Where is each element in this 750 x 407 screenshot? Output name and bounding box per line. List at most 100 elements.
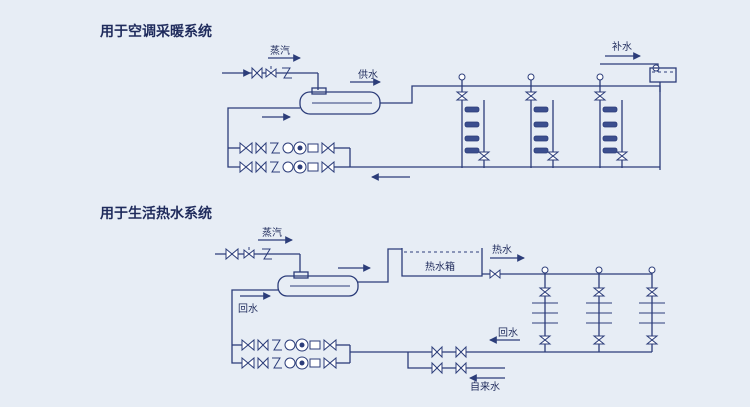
steam-label-2: 蒸汽 xyxy=(262,226,282,239)
gate-valve-icon xyxy=(321,141,335,155)
hot-water-tank-label: 热水箱 xyxy=(425,260,455,273)
radiator-columns xyxy=(455,73,629,168)
section1-title: 用于空调采暖系统 xyxy=(100,23,212,40)
steam-inlet-line-2: 蒸汽 xyxy=(215,226,301,272)
gauge-icon xyxy=(284,339,296,351)
check-valve-icon xyxy=(257,338,269,352)
radiator-icon xyxy=(533,121,549,128)
strainer-icon xyxy=(272,339,282,351)
steam-label: 蒸汽 xyxy=(270,44,290,57)
return-water-label-right: 回水 xyxy=(498,327,518,339)
gate-valve-icon xyxy=(239,160,253,174)
check-valve-icon xyxy=(255,141,267,155)
gate-valve-icon xyxy=(592,335,606,345)
heat-exchanger xyxy=(299,87,381,115)
flex-joint-icon xyxy=(309,358,321,368)
radiator-column xyxy=(593,73,629,168)
tap-water-label: 自来水 xyxy=(470,380,500,393)
outlet-column xyxy=(586,266,612,345)
check-valve-icon xyxy=(431,345,443,359)
makeup-water-label: 补水 xyxy=(612,40,632,53)
gate-valve-icon xyxy=(645,335,659,345)
gate-valve-icon xyxy=(592,287,606,297)
radiator-icon xyxy=(464,106,480,113)
radiator-icon xyxy=(533,135,549,142)
flex-joint-icon xyxy=(307,162,319,172)
makeup-water-tank: 补水 xyxy=(600,40,677,170)
radiator-icon xyxy=(533,147,549,154)
air-vent-icon xyxy=(458,73,466,81)
hvac-heating-system: 用于空调采暖系统 蒸汽 供水 补水 xyxy=(100,23,677,181)
gate-valve-icon xyxy=(241,356,255,370)
gate-valve-icon xyxy=(241,338,255,352)
gate-valve-icon xyxy=(615,151,629,161)
gate-valve-icon xyxy=(455,91,469,101)
domestic-hot-water-system: 用于生活热水系统 蒸汽 热水箱 xyxy=(100,205,665,393)
gate-valve-icon xyxy=(593,91,607,101)
radiator-icon xyxy=(464,135,480,142)
gate-valve-icon xyxy=(323,356,337,370)
radiator-column xyxy=(524,73,560,168)
air-vent-icon xyxy=(541,266,549,274)
return-line-with-pumps xyxy=(227,107,660,181)
gate-valve-icon xyxy=(323,338,337,352)
gate-valve-icon xyxy=(546,151,560,161)
strainer-icon xyxy=(282,67,292,79)
flex-joint-icon xyxy=(309,340,321,350)
check-valve-icon xyxy=(489,268,501,280)
air-vent-icon xyxy=(527,73,535,81)
gate-valve-icon xyxy=(524,91,538,101)
pump-group-upper xyxy=(239,141,350,155)
gate-valve-icon xyxy=(455,361,467,375)
check-valve-icon xyxy=(257,356,269,370)
hot-water-supply-line: 热水 xyxy=(482,243,652,280)
heat-exchanger-2 xyxy=(277,264,371,297)
pump-group-upper-2 xyxy=(241,338,350,352)
gate-valve-icon xyxy=(239,141,253,155)
supply-water-label: 供水 xyxy=(358,68,378,81)
outlet-column xyxy=(639,266,665,345)
check-valve-icon xyxy=(431,361,443,375)
gate-valve-icon xyxy=(645,287,659,297)
gate-valve-icon xyxy=(321,160,335,174)
radiator-icon xyxy=(533,106,549,113)
gate-valve-icon xyxy=(538,287,552,297)
strainer-icon xyxy=(270,161,280,173)
gauge-icon xyxy=(282,142,294,154)
radiator-icon xyxy=(464,121,480,128)
air-vent-icon xyxy=(595,266,603,274)
pump-group-lower xyxy=(239,160,350,174)
radiator-column xyxy=(455,73,491,168)
gate-valve-icon xyxy=(538,335,552,345)
outlet-column xyxy=(532,266,558,345)
gate-valve-icon xyxy=(455,345,467,359)
pump-group-lower-2 xyxy=(241,356,350,370)
left-return-with-pumps: 回水 xyxy=(231,289,351,370)
gate-valve-icon xyxy=(477,151,491,161)
air-vent-icon xyxy=(648,266,656,274)
section2-title: 用于生活热水系统 xyxy=(100,205,212,222)
tank-feed-line xyxy=(358,248,402,283)
tap-water-inlet: 自来水 xyxy=(407,352,505,393)
return-water-label-left: 回水 xyxy=(238,303,258,315)
air-vent-icon xyxy=(596,73,604,81)
return-line-2: 回水 xyxy=(350,327,653,359)
steam-inlet-line: 蒸汽 xyxy=(222,44,319,90)
gate-valve-icon xyxy=(251,66,263,80)
radiator-icon xyxy=(602,106,618,113)
strainer-icon xyxy=(262,248,272,260)
radiator-icon xyxy=(464,147,480,154)
outlet-columns xyxy=(532,266,665,345)
check-valve-icon xyxy=(243,248,255,260)
gauge-icon xyxy=(282,161,294,173)
check-valve-icon xyxy=(265,67,277,79)
radiator-icon xyxy=(602,147,618,154)
hot-water-tank: 热水箱 xyxy=(401,248,483,277)
radiator-icon xyxy=(602,121,618,128)
gauge-icon xyxy=(284,357,296,369)
strainer-icon xyxy=(270,142,280,154)
check-valve-icon xyxy=(255,160,267,174)
radiator-icon xyxy=(602,135,618,142)
strainer-icon xyxy=(272,357,282,369)
